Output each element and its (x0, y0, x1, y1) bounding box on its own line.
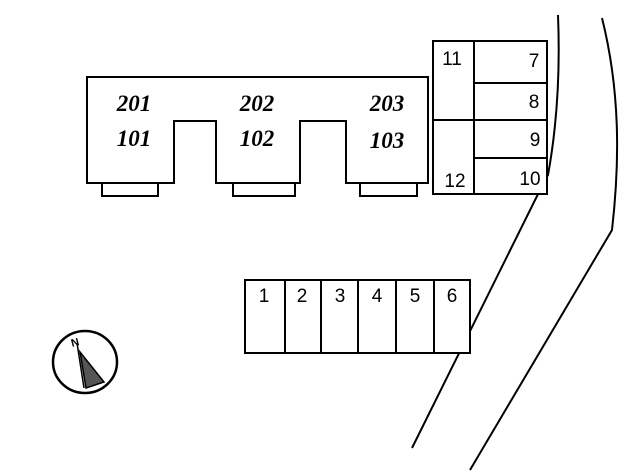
compass-label: N (70, 336, 81, 350)
unit-label-upper: 201 (116, 91, 152, 116)
parking-right: 11 7 8 9 12 10 (432, 40, 548, 195)
road-right-edge (469, 17, 619, 471)
apartment-building: 201 101 202 102 203 103 (86, 76, 429, 197)
compass-ring (51, 329, 119, 395)
parking-space-label: 7 (529, 51, 540, 72)
parking-bottom: 1 2 3 4 5 6 (244, 279, 471, 354)
parking-space-label: 10 (519, 169, 540, 190)
road (411, 14, 619, 471)
unit-label-lower: 101 (117, 126, 152, 151)
unit-label-lower: 102 (240, 126, 275, 151)
north-arrow-icon: N (51, 329, 119, 395)
road-left-edge (411, 14, 560, 449)
building-outline (86, 76, 429, 184)
parking-space-label: 4 (372, 286, 383, 307)
parking-space-label: 6 (447, 286, 458, 307)
unit-label-upper: 202 (239, 91, 275, 116)
balcony-unit-3 (359, 182, 418, 197)
parking-space-label: 12 (444, 171, 465, 192)
parking-space-label: 3 (335, 286, 346, 307)
parking-space-label: 5 (410, 286, 421, 307)
parking-space-label: 11 (442, 49, 462, 70)
balcony-unit-1 (101, 182, 159, 197)
parking-space-label: 8 (529, 92, 540, 113)
parking-space-label: 1 (259, 286, 270, 307)
compass-needle (78, 349, 106, 389)
parking-right-outline (432, 40, 548, 195)
unit-label-upper: 203 (369, 91, 405, 116)
balcony-unit-2 (232, 182, 296, 197)
parking-space-label: 2 (297, 286, 308, 307)
unit-label-lower: 103 (370, 128, 405, 153)
compass-needle-axis (76, 342, 85, 389)
parking-space-label: 9 (530, 130, 541, 151)
